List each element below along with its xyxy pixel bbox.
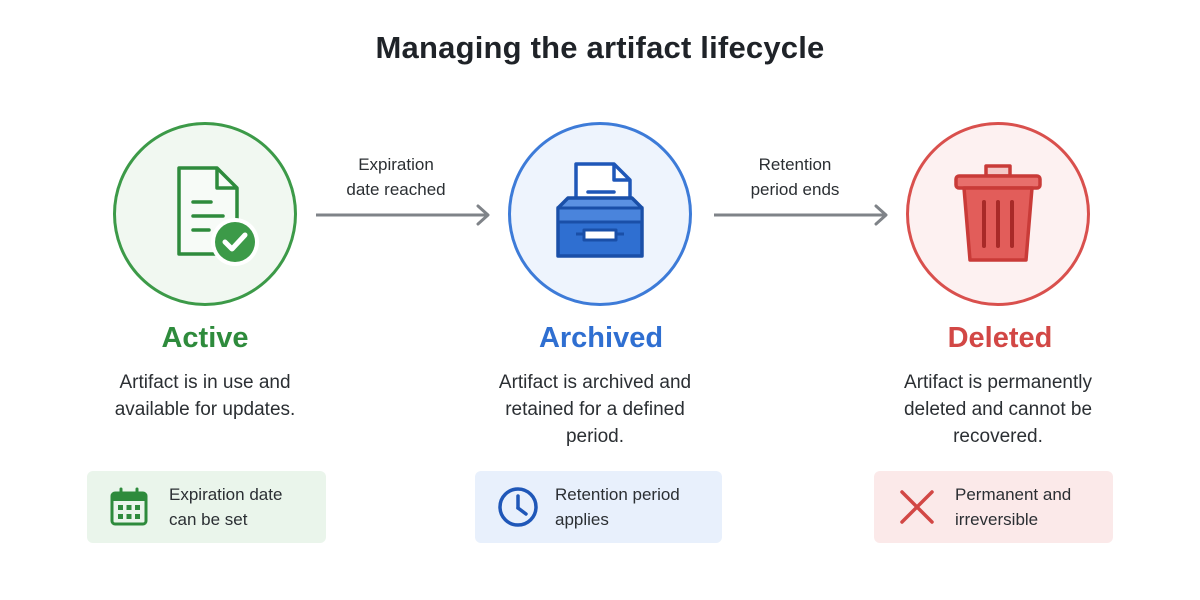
stage-description-active: Artifact is in use and available for upd… — [114, 372, 296, 420]
page-title: Managing the artifact lifecycle — [375, 30, 825, 65]
note-box-deleted: Permanent and irreversible — [874, 471, 1113, 543]
stage-description-archived: Artifact is archived and retained for a … — [498, 372, 692, 447]
clock-icon — [498, 487, 538, 527]
deleted-stage-circle — [906, 122, 1090, 306]
archived-stage-circle — [508, 122, 692, 306]
active-stage-circle — [113, 122, 297, 306]
trash-can-icon — [954, 164, 1042, 262]
arrow-right-icon — [316, 204, 490, 226]
x-mark-icon — [900, 490, 934, 524]
arrow-right-icon — [714, 204, 888, 226]
stage-title-archived: Archived — [538, 322, 664, 354]
transition-label-expiration: Expiration date reached — [346, 155, 446, 199]
note-box-archived: Retention period applies — [475, 471, 722, 543]
note-text-deleted: Permanent and irreversible — [955, 485, 1072, 529]
document-check-icon — [177, 166, 259, 266]
note-text-archived: Retention period applies — [555, 485, 680, 529]
note-box-active: Expiration date can be set — [87, 471, 326, 543]
note-text-active: Expiration date can be set — [169, 485, 283, 529]
transition-label-retention: Retention period ends — [750, 155, 840, 199]
stage-title-deleted: Deleted — [947, 322, 1053, 354]
stage-description-deleted: Artifact is permanently deleted and cann… — [903, 372, 1093, 447]
stage-title-active: Active — [161, 322, 249, 354]
archive-tray-icon — [556, 162, 644, 258]
calendar-icon — [110, 487, 148, 526]
